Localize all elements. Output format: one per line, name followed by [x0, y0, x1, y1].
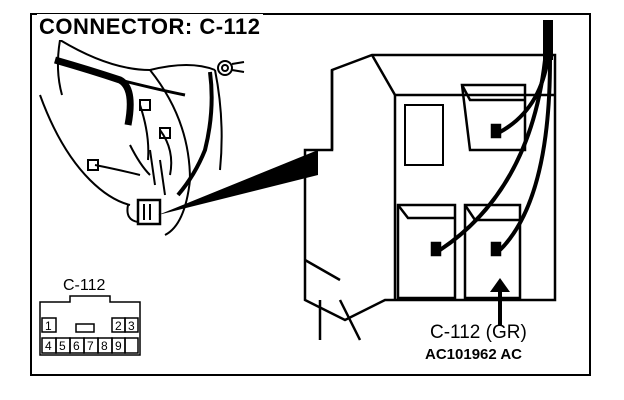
callout-arrow: [490, 278, 510, 325]
pinout-diagram: [39, 295, 141, 356]
pin-2: 2: [115, 319, 122, 333]
pinout-label: C-112: [63, 277, 106, 294]
pin-4: 4: [45, 339, 52, 353]
pin-5: 5: [59, 339, 66, 353]
figure-code: AC101962 AC: [425, 346, 522, 363]
pin-numbers: 1 2 3 4 5 6 7 8 9: [45, 319, 135, 353]
diagram-title: CONNECTOR: C-112: [37, 14, 263, 40]
pin-9: 9: [115, 339, 122, 353]
relay-block: [303, 53, 557, 341]
pin-3: 3: [128, 319, 135, 333]
pin-7: 7: [87, 339, 94, 353]
connector-callout-label: C-112 (GR): [430, 322, 527, 343]
magnify-pointer: [158, 150, 318, 215]
pin-1: 1: [45, 319, 52, 333]
pin-6: 6: [73, 339, 80, 353]
pin-8: 8: [101, 339, 108, 353]
vehicle-sketch: [39, 39, 245, 236]
harness-wires: [438, 20, 553, 252]
